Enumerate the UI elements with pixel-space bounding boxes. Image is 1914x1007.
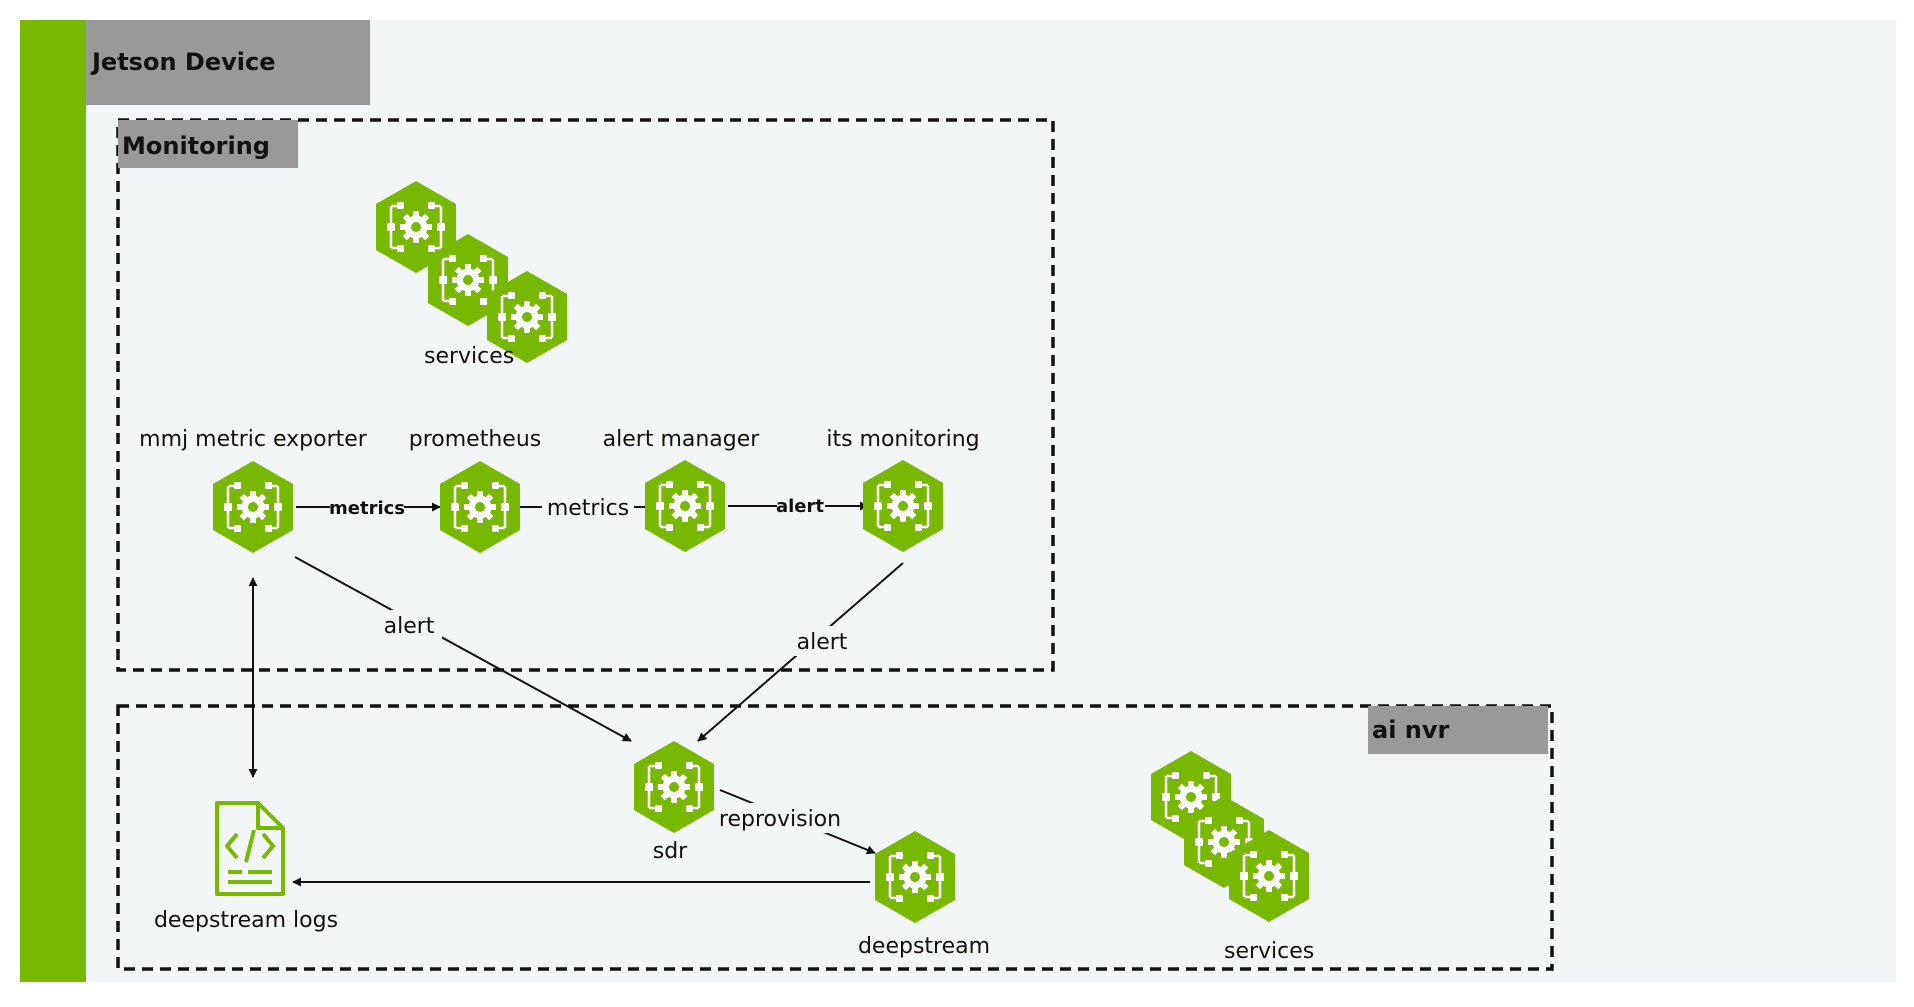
monitoring-group-border — [116, 118, 1055, 672]
ainvr-group-title: ai nvr — [1372, 716, 1450, 744]
monitoring-group-title: Monitoring — [122, 132, 270, 160]
device-title-tab — [86, 20, 370, 105]
ainvr-group-tab — [1368, 706, 1548, 754]
node-itsmonitoring[interactable]: its monitoring — [826, 427, 980, 552]
node-logs[interactable]: deepstream logs — [154, 801, 338, 933]
node-sdr[interactable]: sdr — [634, 741, 714, 864]
edge-exporter-sdr — [294, 556, 632, 742]
edge-label-exporter-sdr: alert — [384, 614, 435, 639]
code-file-icon — [215, 801, 285, 896]
edge-label-alertmanager-its: alert — [776, 496, 824, 517]
ainvr-group-border — [116, 704, 1554, 971]
edge-label-prometheus-alertmanager: metrics — [547, 496, 629, 521]
node-alertmanager[interactable]: alert manager — [603, 427, 761, 552]
edge-label-sdr-deepstream: reprovision — [719, 807, 841, 832]
node-label: mmj metric exporter — [139, 427, 368, 452]
node-label: alert manager — [603, 427, 761, 452]
device-title: Jetson Device — [90, 48, 275, 76]
brand-accent-bar — [20, 20, 86, 982]
node-label: its monitoring — [826, 427, 979, 452]
node-label: deepstream — [858, 934, 990, 959]
edge-label-its-sdr: alert — [797, 630, 848, 655]
monitoring-services-label: services — [424, 344, 514, 369]
node-label: prometheus — [409, 427, 541, 452]
ainvr-services-label: services — [1224, 939, 1314, 964]
monitoring-group-tab — [118, 120, 298, 168]
node-label: sdr — [653, 839, 688, 864]
node-label: deepstream logs — [154, 908, 338, 933]
node-prometheus[interactable]: prometheus — [409, 427, 541, 553]
edge-labels: metrics metrics alert alert alert reprov… — [329, 492, 856, 833]
edge-label-exporter-prometheus: metrics — [329, 498, 405, 519]
node-deepstream[interactable]: deepstream — [858, 831, 990, 959]
node-exporter[interactable]: mmj metric exporter — [139, 427, 368, 553]
jetson-device-panel — [20, 20, 1896, 982]
